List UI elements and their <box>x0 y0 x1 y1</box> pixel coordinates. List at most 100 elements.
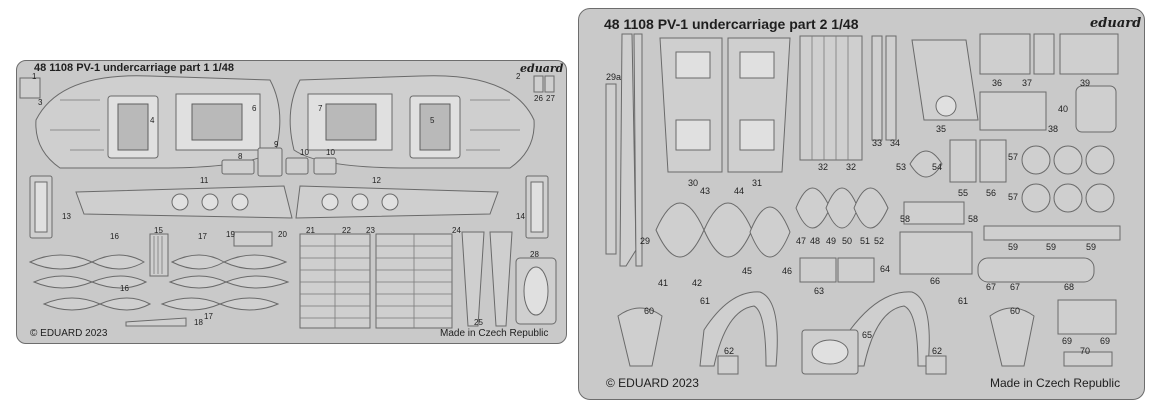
part-number: 61 <box>958 296 969 306</box>
part-number: 41 <box>658 278 669 288</box>
part-number: 50 <box>842 236 853 246</box>
part-number: 58 <box>900 214 911 224</box>
part-number: 8 <box>238 152 243 161</box>
part-number: 56 <box>986 188 997 198</box>
part-58 <box>903 201 965 225</box>
part-number: 6 <box>252 104 257 113</box>
part-number: 12 <box>372 176 381 185</box>
part-18 <box>125 317 187 327</box>
fret-2-title: 48 1108 PV-1 undercarriage part 2 1/48 <box>604 16 859 32</box>
part-number: 38 <box>1048 124 1059 134</box>
part-61-right <box>849 291 930 367</box>
part-number: 45 <box>742 266 753 276</box>
part-number: 52 <box>874 236 885 246</box>
part-61-left <box>699 291 778 367</box>
part-number: 36 <box>992 78 1003 88</box>
part-number: 60 <box>1010 306 1021 316</box>
part-number: 33 <box>872 138 883 148</box>
part-number: 32 <box>818 162 829 172</box>
part-60-right <box>989 307 1035 367</box>
part-number: 42 <box>692 278 703 288</box>
part-59 <box>983 225 1121 241</box>
part-number: 55 <box>958 188 969 198</box>
part-26 <box>533 75 544 93</box>
part-64 <box>837 257 875 283</box>
part-57-rings <box>1021 145 1115 213</box>
part-number: 62 <box>932 346 943 356</box>
part-number: 44 <box>734 186 745 196</box>
part-number: 65 <box>862 330 873 340</box>
part-40 <box>1075 85 1117 133</box>
part-number: 13 <box>62 212 71 221</box>
fret-1-title: 48 1108 PV-1 undercarriage part 1 1/48 <box>34 62 234 74</box>
part-27 <box>544 75 555 93</box>
part-16-17-linkages <box>28 254 290 311</box>
part-63 <box>799 257 837 283</box>
part-number: 11 <box>200 176 209 185</box>
part-number: 17 <box>204 312 213 321</box>
part-number: 20 <box>278 230 287 239</box>
part-9 <box>257 147 283 177</box>
part-number: 31 <box>752 178 763 188</box>
part-number: 18 <box>194 318 203 327</box>
part-number: 22 <box>342 226 351 235</box>
part-number: 5 <box>430 116 435 125</box>
part-number: 66 <box>930 276 941 286</box>
part-41-46-rings <box>655 187 889 258</box>
part-number: 26 <box>534 94 543 103</box>
part-30-31-panels <box>659 37 791 173</box>
part-number: 69 <box>1062 336 1073 346</box>
part-number: 17 <box>198 232 207 241</box>
part-number: 16 <box>120 284 129 293</box>
part-number: 67 <box>1010 282 1021 292</box>
part-33 <box>871 35 883 141</box>
fret-1-origin: Made in Czech Republic <box>440 328 549 339</box>
part-number: 69 <box>1100 336 1111 346</box>
fret-2-brand-logo: eduard <box>1090 16 1142 31</box>
part-36-37-39-combs <box>979 33 1119 75</box>
part-number: 57 <box>1008 192 1019 202</box>
part-67-68 <box>977 257 1095 283</box>
part-10-b <box>313 157 337 175</box>
part-number: 4 <box>150 116 155 125</box>
part-62-right <box>925 355 947 375</box>
part-8 <box>221 159 255 175</box>
part-number: 35 <box>936 124 947 134</box>
part-number: 64 <box>880 264 891 274</box>
part-3 <box>19 77 41 99</box>
part-24 <box>461 231 485 327</box>
part-number: 30 <box>688 178 699 188</box>
part-55 <box>949 139 977 183</box>
part-25 <box>489 231 513 327</box>
part-11-12-strip <box>75 185 499 219</box>
part-number: 21 <box>306 226 315 235</box>
part-10-a <box>285 157 309 175</box>
part-wing-panel-right <box>289 75 535 169</box>
part-32-ladders <box>799 35 863 161</box>
part-34 <box>885 35 897 141</box>
fret-1-copyright: © EDUARD 2023 <box>30 328 108 339</box>
part-number: 49 <box>826 236 837 246</box>
part-number: 15 <box>154 226 163 235</box>
part-number: 1 <box>32 72 37 81</box>
part-number: 58 <box>968 214 979 224</box>
part-number: 48 <box>810 236 821 246</box>
part-69 <box>1057 299 1117 335</box>
part-number: 14 <box>516 212 525 221</box>
part-38 <box>979 91 1047 131</box>
part-number: 51 <box>860 236 871 246</box>
part-29-strips <box>605 33 643 267</box>
part-number: 2 <box>516 72 521 81</box>
part-35 <box>911 39 979 121</box>
part-number: 40 <box>1058 104 1069 114</box>
part-number: 7 <box>318 104 323 113</box>
part-number: 10 <box>300 148 309 157</box>
part-number: 37 <box>1022 78 1033 88</box>
fret-2-copyright: © EDUARD 2023 <box>606 376 699 390</box>
part-53 <box>909 150 943 178</box>
part-number: 32 <box>846 162 857 172</box>
part-number: 43 <box>700 186 711 196</box>
part-number: 47 <box>796 236 807 246</box>
part-number: 24 <box>452 226 461 235</box>
